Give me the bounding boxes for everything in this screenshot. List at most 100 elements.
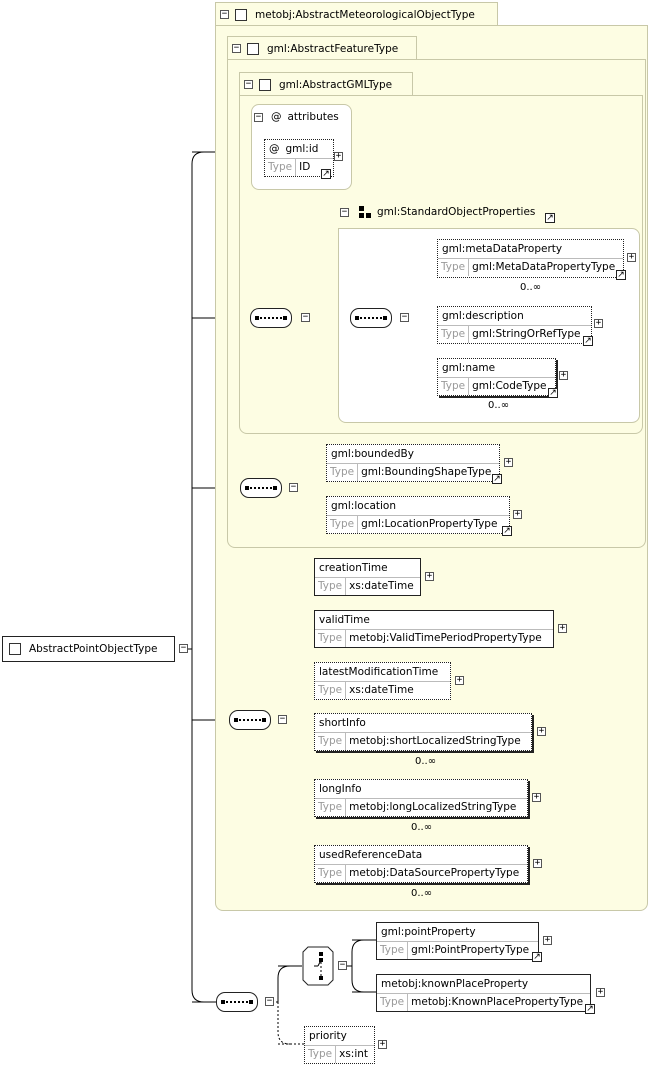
collapse-icon[interactable]: −	[265, 996, 274, 1006]
expand-icon[interactable]: +	[537, 726, 546, 736]
collapse-icon[interactable]: −	[220, 9, 229, 19]
collapse-icon[interactable]: −	[232, 43, 241, 53]
collapse-icon[interactable]: −	[338, 960, 347, 970]
root-type-name: AbstractPointObjectType	[29, 643, 158, 655]
type-key: Type	[315, 630, 347, 647]
type-key: Type	[377, 994, 409, 1011]
occurrence-label: 0..∞	[520, 282, 542, 293]
type-value: metobj:DataSourcePropertyType	[349, 867, 520, 879]
type-key: Type	[315, 799, 347, 816]
occurrence-label: 0..∞	[488, 400, 510, 411]
panel-tab-meteorological-object: − metobj:AbstractMeteorologicalObjectTyp…	[215, 2, 498, 26]
sequence-compositor[interactable]	[250, 308, 292, 328]
expand-icon[interactable]: +	[334, 151, 343, 161]
type-value: gml:MetaDataPropertyType	[472, 261, 616, 273]
type-value: gml:CodeType	[472, 380, 547, 392]
type-key: Type	[327, 464, 359, 481]
type-link-icon[interactable]: ↗	[532, 952, 542, 962]
sequence-compositor[interactable]	[240, 478, 282, 498]
element-name: gml:name	[438, 359, 555, 378]
panel-tab-gml-type: − gml:AbstractGMLType	[239, 72, 413, 96]
element-name: creationTime	[315, 559, 420, 578]
element-name: priority	[305, 1027, 374, 1046]
sequence-compositor[interactable]	[350, 308, 392, 328]
sequence-compositor[interactable]	[216, 992, 258, 1012]
type-key: Type	[327, 516, 359, 533]
expand-icon[interactable]: +	[455, 675, 464, 685]
type-link-icon[interactable]: ↗	[548, 388, 558, 398]
expand-icon[interactable]: +	[513, 509, 522, 519]
type-key: Type	[438, 259, 470, 276]
type-value: metobj:longLocalizedStringType	[349, 801, 517, 813]
type-value: gml:PointPropertyType	[411, 944, 530, 956]
type-key: Type	[315, 578, 347, 595]
attributes-label: attributes	[287, 111, 339, 123]
expand-icon[interactable]: +	[594, 318, 603, 328]
group-link-icon[interactable]: ↗	[545, 213, 555, 223]
type-key: Type	[438, 378, 470, 395]
attributes-header: − @ attributes	[254, 111, 339, 123]
type-link-icon[interactable]: ↗	[585, 1004, 595, 1014]
collapse-icon[interactable]: −	[278, 714, 287, 724]
collapse-icon[interactable]: −	[301, 312, 310, 322]
type-key: Type	[438, 326, 470, 343]
occurrence-label: 0..∞	[411, 822, 433, 833]
type-link-icon[interactable]: ↗	[583, 336, 593, 346]
type-value: metobj:ValidTimePeriodPropertyType	[349, 632, 542, 644]
expand-icon[interactable]: +	[543, 935, 552, 945]
type-link-icon[interactable]: ↗	[502, 526, 512, 536]
attribute-icon: @	[269, 143, 280, 155]
type-link-icon[interactable]: ↗	[321, 169, 331, 179]
type-value: gml:LocationPropertyType	[361, 518, 498, 530]
sequence-compositor[interactable]	[229, 710, 271, 730]
collapse-icon[interactable]: −	[340, 206, 349, 217]
type-link-icon[interactable]: ↗	[492, 474, 502, 484]
expand-icon[interactable]: +	[559, 370, 568, 380]
group-name: gml:StandardObjectProperties	[377, 206, 536, 218]
expand-icon[interactable]: +	[425, 571, 434, 581]
element-name: gml:boundedBy	[327, 445, 499, 464]
expand-icon[interactable]: +	[558, 623, 567, 633]
element-name: gml:metaDataProperty	[438, 240, 623, 259]
type-value: xs:int	[339, 1048, 369, 1060]
type-value: gml:BoundingShapeType	[361, 466, 492, 478]
expand-icon[interactable]: +	[378, 1039, 387, 1049]
collapse-icon[interactable]: −	[400, 312, 409, 322]
expand-icon[interactable]: +	[627, 252, 636, 262]
element-name: usedReferenceData	[315, 846, 527, 865]
expand-icon[interactable]: +	[596, 987, 605, 997]
type-value: xs:dateTime	[349, 684, 414, 696]
expand-icon[interactable]: +	[504, 457, 513, 467]
type-value: metobj:KnownPlacePropertyType	[411, 996, 584, 1008]
collapse-icon[interactable]: −	[244, 79, 253, 89]
type-value: xs:dateTime	[349, 580, 414, 592]
collapse-icon[interactable]: −	[179, 643, 188, 653]
type-key: Type	[305, 1046, 337, 1063]
choice-compositor[interactable]	[302, 946, 334, 986]
expand-icon[interactable]: +	[533, 858, 542, 868]
collapse-icon[interactable]: −	[254, 111, 263, 122]
expand-icon[interactable]: +	[532, 792, 541, 802]
element-name: gml:description	[438, 307, 591, 326]
element-name: gml:pointProperty	[377, 923, 538, 942]
root-complex-type[interactable]: AbstractPointObjectType	[2, 636, 175, 662]
panel-title-feature-type: gml:AbstractFeatureType	[267, 42, 399, 55]
collapse-icon[interactable]: −	[289, 482, 298, 492]
group-header: − gml:StandardObjectProperties	[340, 206, 535, 218]
complex-type-icon	[259, 78, 271, 91]
type-link-icon[interactable]: ↗	[616, 270, 626, 280]
